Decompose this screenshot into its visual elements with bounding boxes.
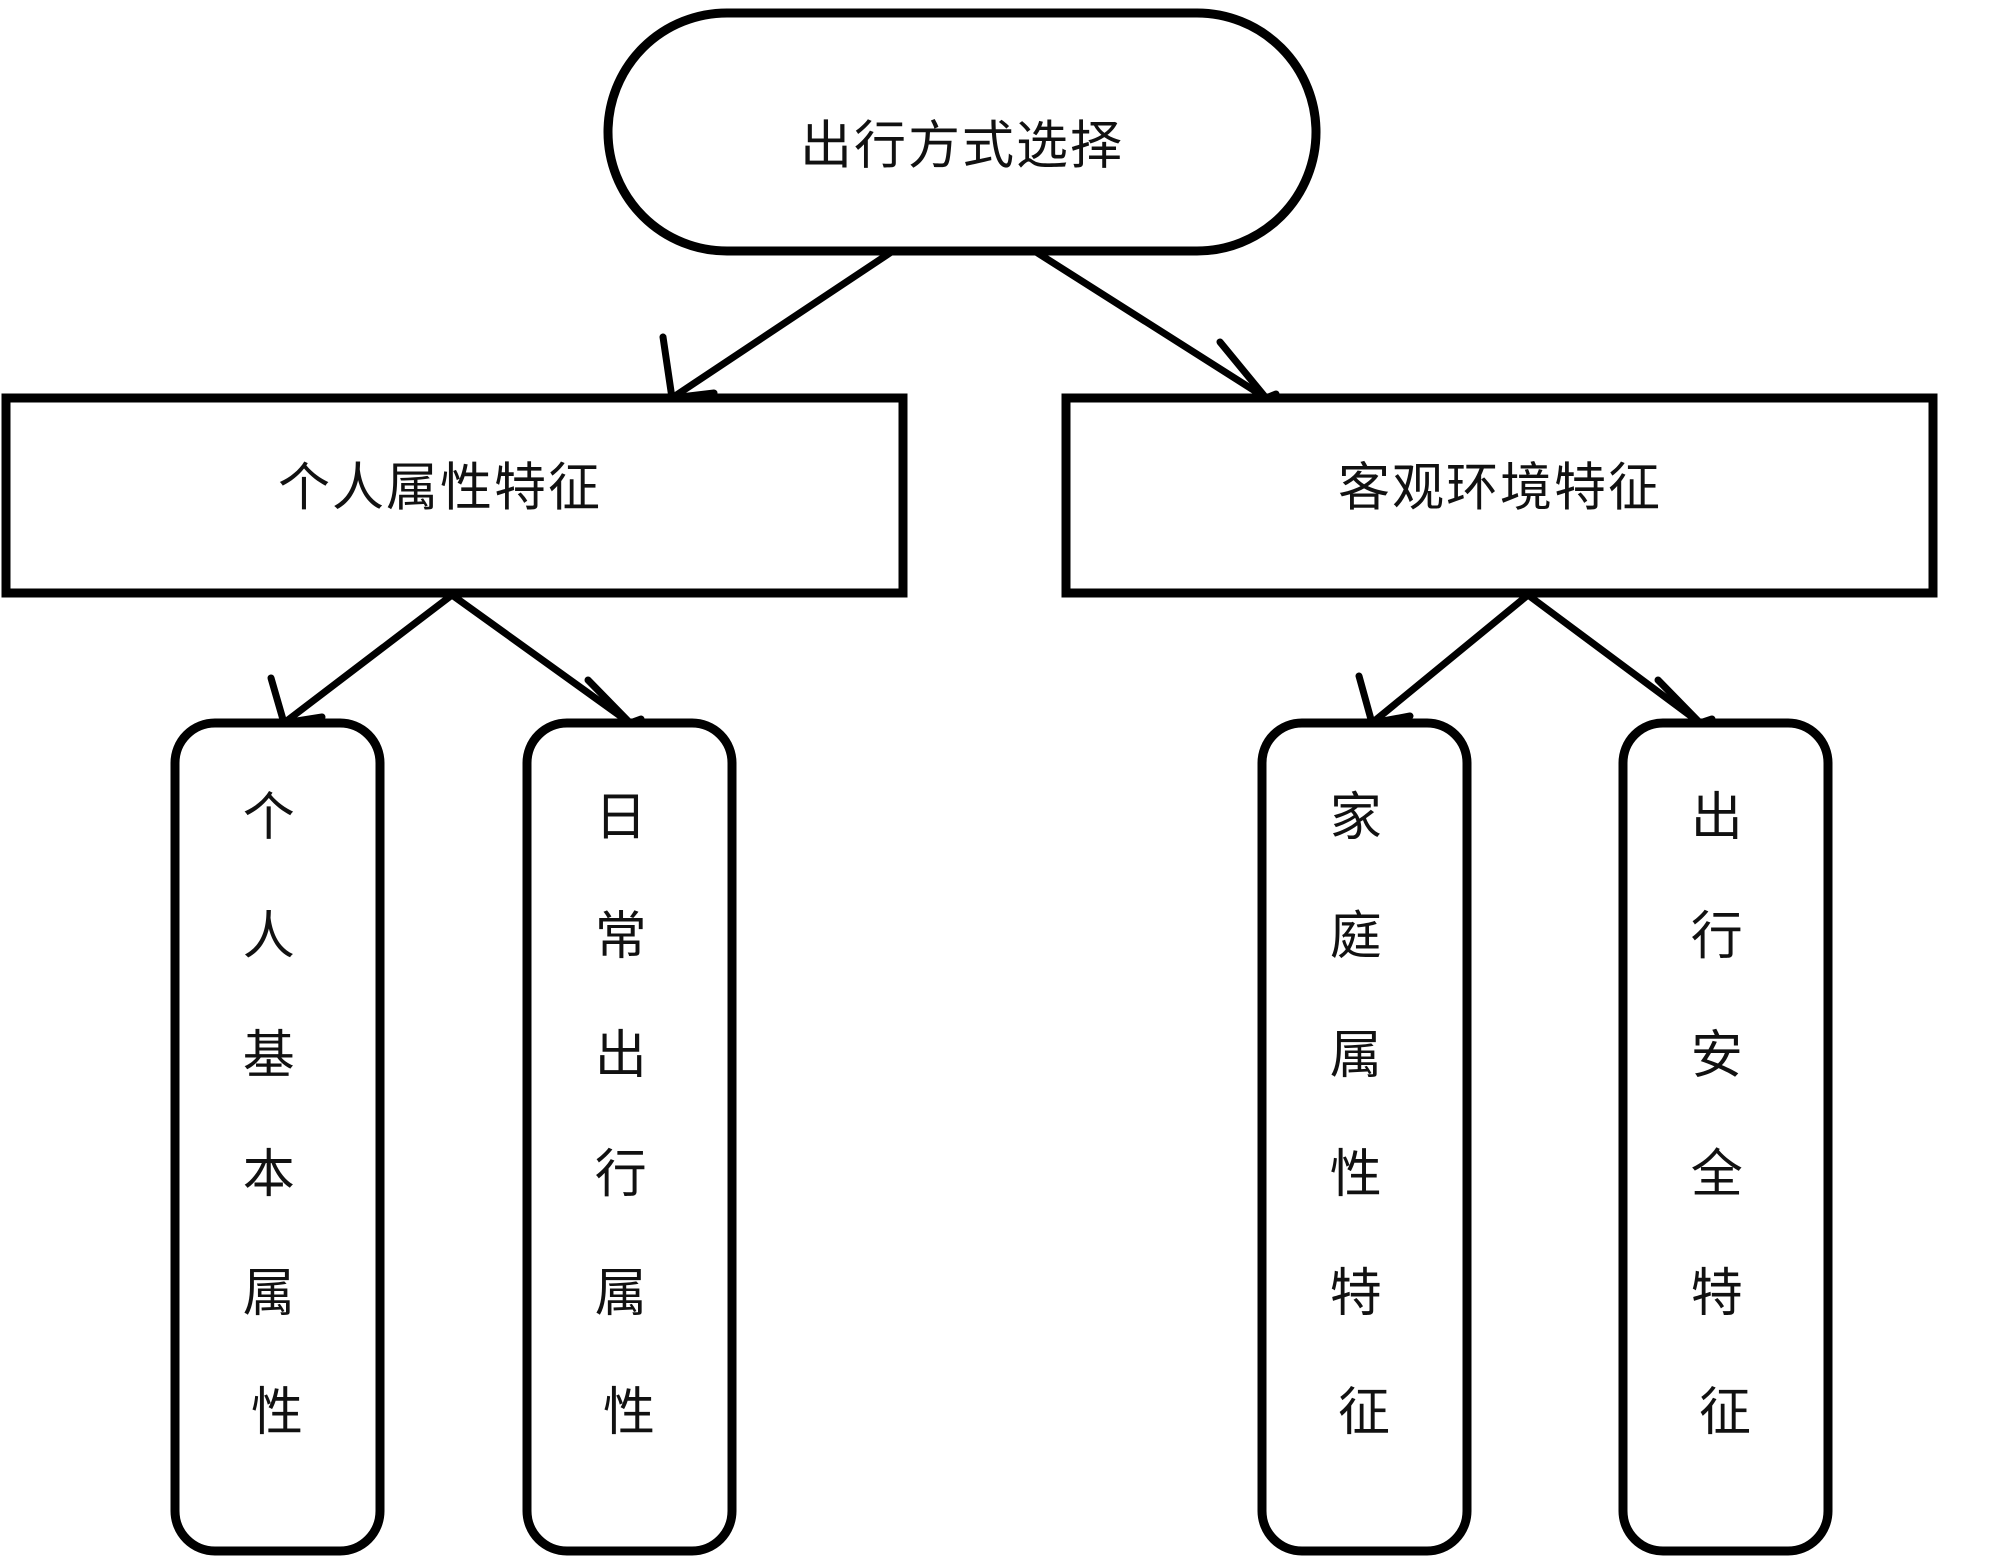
node-daily-travel-attributes[interactable]: 日 常 出 行 属 性	[522, 718, 737, 1556]
node-travel-safety-features[interactable]: 出 行 安 全 特 征	[1618, 718, 1833, 1556]
node-daily-travel-attributes-label: 日 常 出 行 属 性	[595, 788, 664, 1443]
node-personal-attributes[interactable]: 个人属性特征	[1, 393, 908, 598]
edge-objective-to-travel-safety	[1524, 591, 1716, 727]
node-family-attribute-features[interactable]: 家 庭 属 性 特 征	[1257, 718, 1472, 1556]
edge-personal-to-daily-travel	[448, 591, 645, 727]
node-objective-environment[interactable]: 客观环境特征	[1061, 393, 1938, 598]
node-root-label: 出行方式选择	[800, 117, 1124, 177]
node-root[interactable]: 出行方式选择	[603, 8, 1321, 256]
node-travel-safety-features-label: 出 行 安 全 特 征	[1691, 788, 1760, 1443]
node-personal-attributes-label: 个人属性特征	[278, 459, 602, 519]
node-personal-basic-attributes[interactable]: 个 人 基 本 属 性	[170, 718, 385, 1556]
edge-objective-to-family-attributes	[1355, 591, 1532, 727]
edge-personal-to-basic-attributes	[267, 591, 456, 727]
node-personal-basic-attributes-label: 个 人 基 本 属 性	[243, 788, 312, 1443]
node-family-attribute-features-label: 家 庭 属 性 特 征	[1330, 788, 1399, 1443]
node-objective-environment-label: 客观环境特征	[1338, 459, 1662, 519]
